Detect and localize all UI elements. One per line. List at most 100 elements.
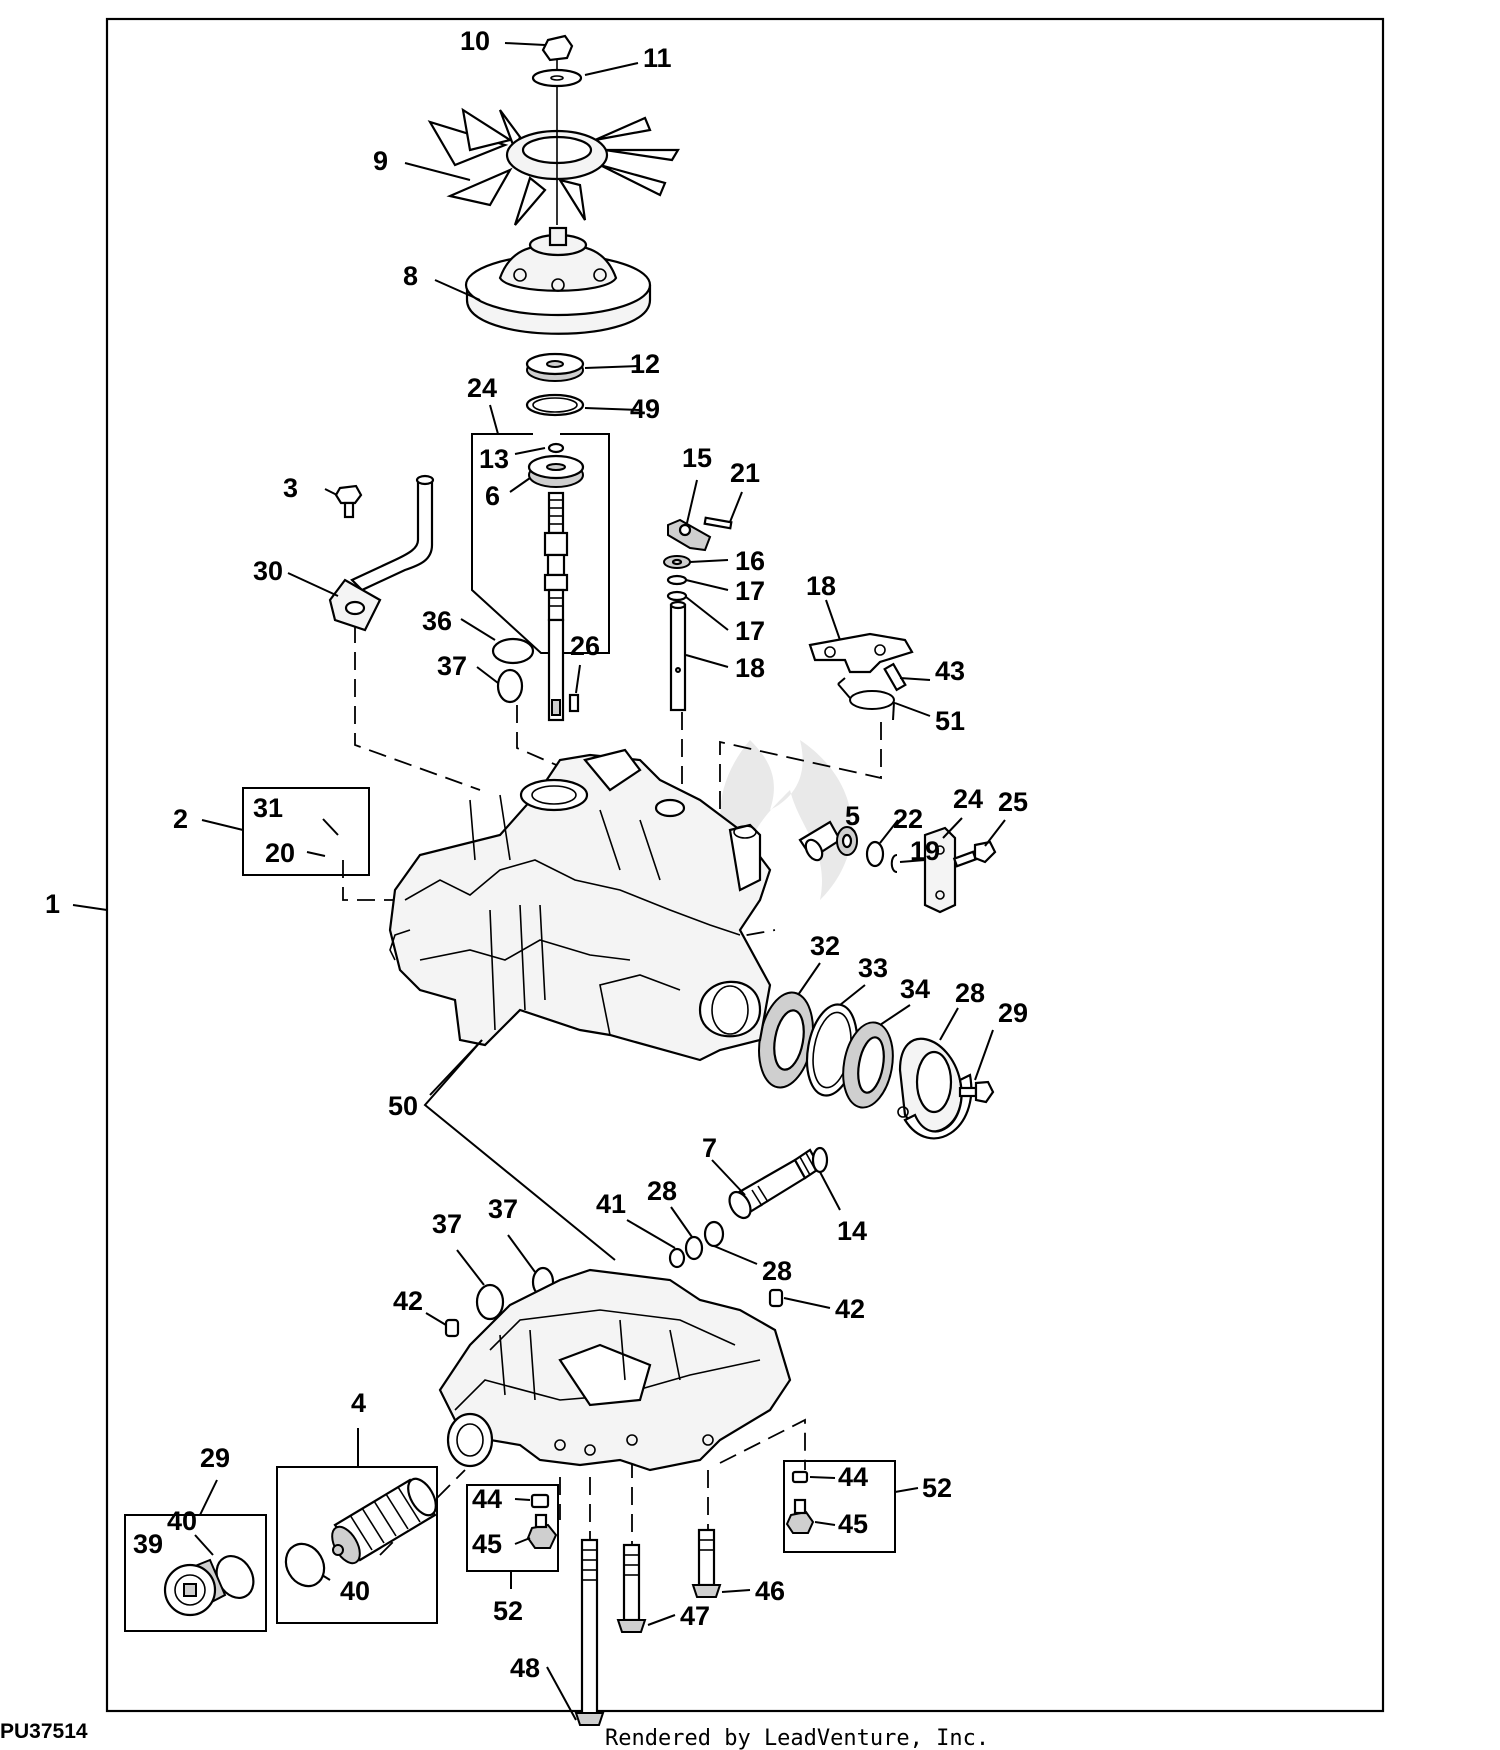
callout-5: 5 — [845, 801, 860, 831]
callout-33: 31 — [253, 793, 283, 823]
part-50-lower-housing — [438, 1268, 792, 1472]
part-43-pin — [883, 662, 907, 692]
callout-31: 29 — [998, 998, 1028, 1028]
callout-34: 32 — [810, 931, 840, 961]
part-14-ring — [811, 1146, 829, 1174]
group-52-box-right — [783, 1460, 896, 1553]
part-28-ring-a — [703, 1220, 725, 1248]
callout-46: 46 — [755, 1576, 785, 1606]
callout-7: 7 — [702, 1133, 717, 1163]
part-19-lever — [808, 632, 914, 674]
part-32-dipstick-tube — [328, 474, 435, 632]
callout-25: 24 — [953, 784, 983, 814]
callout-36: 34 — [900, 974, 930, 1004]
callout-1: 1 — [45, 889, 60, 919]
part-44-bushing-left — [530, 1493, 550, 1509]
callout-10: 10 — [460, 26, 490, 56]
callout-32: 30 — [253, 556, 283, 586]
part-40-oring-filter — [284, 1542, 326, 1588]
group-52-box-left — [466, 1484, 559, 1572]
callout-52b: 52 — [493, 1596, 523, 1626]
group-2-box — [242, 787, 370, 876]
part-31-screw — [958, 1080, 995, 1104]
callout-20: 19 — [910, 836, 940, 866]
part-47-bolt — [616, 1543, 647, 1633]
callout-37b: 37 — [488, 1194, 518, 1224]
callout-23: 22 — [893, 804, 923, 834]
callout-2: 2 — [173, 804, 188, 834]
callout-37a: 37 — [432, 1209, 462, 1239]
callout-50: 50 — [388, 1091, 418, 1121]
callout-15: 15 — [682, 443, 712, 473]
part-13-ring — [547, 442, 565, 454]
part-46-bolt — [691, 1528, 722, 1598]
callout-38: 36 — [422, 606, 452, 636]
part-6-bearing — [527, 454, 585, 488]
callout-44-left: 44 — [472, 1484, 502, 1514]
part-37-plug-left — [475, 1283, 505, 1321]
callout-17a: 17 — [735, 576, 765, 606]
part-7-output-shaft — [728, 1148, 822, 1220]
part-20-ring — [890, 854, 898, 873]
part-27-key — [568, 693, 580, 713]
callout-42b: 42 — [835, 1294, 865, 1324]
callout-4: 4 — [351, 1388, 366, 1418]
callout-27: 26 — [570, 631, 600, 661]
callout-47: 47 — [680, 1601, 710, 1631]
callout-39: 39 — [133, 1529, 163, 1559]
part-42-dowel-left — [444, 1318, 460, 1338]
callout-28a: 28 — [647, 1176, 677, 1206]
leader-lines — [72, 42, 1006, 1721]
part-17-washer-b — [666, 590, 688, 602]
callout-12: 12 — [630, 349, 660, 379]
callout-26: 25 — [998, 787, 1028, 817]
callout-45-left: 45 — [472, 1529, 502, 1559]
part-3-screw — [334, 484, 363, 519]
part-9-cooling-fan — [427, 85, 680, 226]
part-12-bearing — [525, 352, 585, 382]
callout-labels: 10 11 9 8 12 24 49 13 6 15 21 3 16 18 30… — [45, 26, 1028, 1683]
part-48-bolt — [574, 1538, 605, 1726]
figure-reference-id: PU37514 — [0, 1720, 88, 1743]
part-41-ring — [668, 1247, 686, 1269]
callout-48: 48 — [510, 1653, 540, 1683]
part-15-arm — [667, 518, 712, 552]
callout-40b: 40 — [340, 1576, 370, 1606]
part-4-oil-filter — [331, 1477, 437, 1565]
part-23-washer — [865, 840, 885, 868]
callout-11: 11 — [643, 43, 672, 73]
part-17-washer-a — [666, 574, 688, 586]
callout-51: 51 — [935, 706, 965, 736]
callout-21: 20 — [265, 838, 295, 868]
callout-52c: 52 — [922, 1473, 952, 1503]
part-50-upper-housing — [388, 748, 772, 1062]
part-39-drain-plug — [163, 1558, 227, 1617]
callout-9: 9 — [373, 146, 388, 176]
part-49-snap-ring — [525, 393, 585, 417]
callout-44-right: 44 — [838, 1462, 868, 1492]
part-28-ring-b — [684, 1235, 704, 1261]
part-36-seal — [842, 1021, 894, 1109]
callout-16: 16 — [735, 546, 765, 576]
part-16-washer — [663, 555, 691, 569]
callout-18: 18 — [735, 653, 765, 683]
callout-24: 24 — [467, 373, 497, 403]
part-25-bracket — [923, 826, 957, 914]
callout-40a: 40 — [167, 1506, 197, 1536]
part-26-screw — [952, 840, 997, 868]
callout-28b: 28 — [762, 1256, 792, 1286]
callout-3: 3 — [283, 473, 298, 503]
callout-14: 14 — [837, 1216, 867, 1246]
part-18-control-shaft — [669, 600, 687, 712]
callout-29: 29 — [200, 1443, 230, 1473]
part-10-nut — [541, 34, 574, 75]
watermark-flame-logo — [720, 740, 853, 900]
render-credit: Rendered by LeadVenture, Inc. — [605, 1726, 989, 1750]
part-8-pulley — [464, 226, 652, 335]
callout-30: 28 — [955, 978, 985, 1008]
callout-22: 21 — [730, 458, 760, 488]
callout-42a: 42 — [393, 1286, 423, 1316]
callout-37-upper: 37 — [437, 651, 467, 681]
diagram-frame — [105, 17, 1385, 1713]
